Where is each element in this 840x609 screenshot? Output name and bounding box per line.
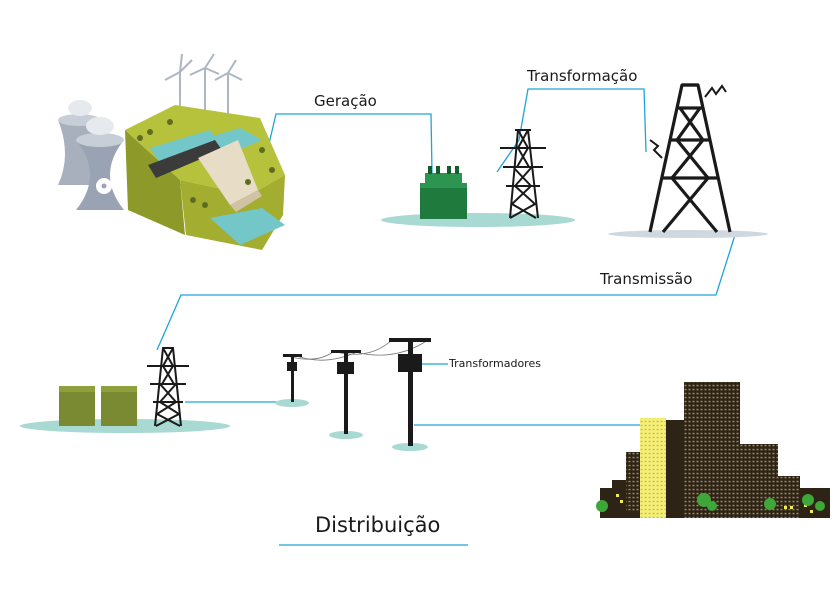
connector-geracao — [263, 113, 433, 174]
pole-2 — [331, 350, 361, 434]
transformer-station — [381, 129, 575, 227]
pole-3 — [389, 338, 431, 446]
substation — [20, 347, 230, 433]
transmission-tower — [608, 83, 768, 238]
label-distribuicao: Distribuição — [315, 513, 441, 537]
label-transformadores: Transformadores — [449, 357, 541, 370]
distribution-poles — [275, 338, 431, 451]
cooling-towers — [58, 100, 124, 210]
pole-1 — [283, 354, 302, 402]
wind-turbines — [164, 53, 243, 118]
pylon-small-2 — [147, 347, 189, 427]
transformer-unit — [420, 166, 467, 219]
label-geracao: Geração — [314, 92, 377, 110]
generation-plant — [58, 53, 285, 250]
city-skyline — [596, 382, 830, 518]
connector-transformacao — [496, 88, 647, 173]
pylon-small-1 — [500, 129, 546, 219]
label-transformacao: Transformação — [527, 67, 638, 85]
connector-lines — [156, 88, 736, 426]
label-transmissao: Transmissão — [600, 270, 693, 288]
connector-transmissao — [156, 234, 736, 351]
